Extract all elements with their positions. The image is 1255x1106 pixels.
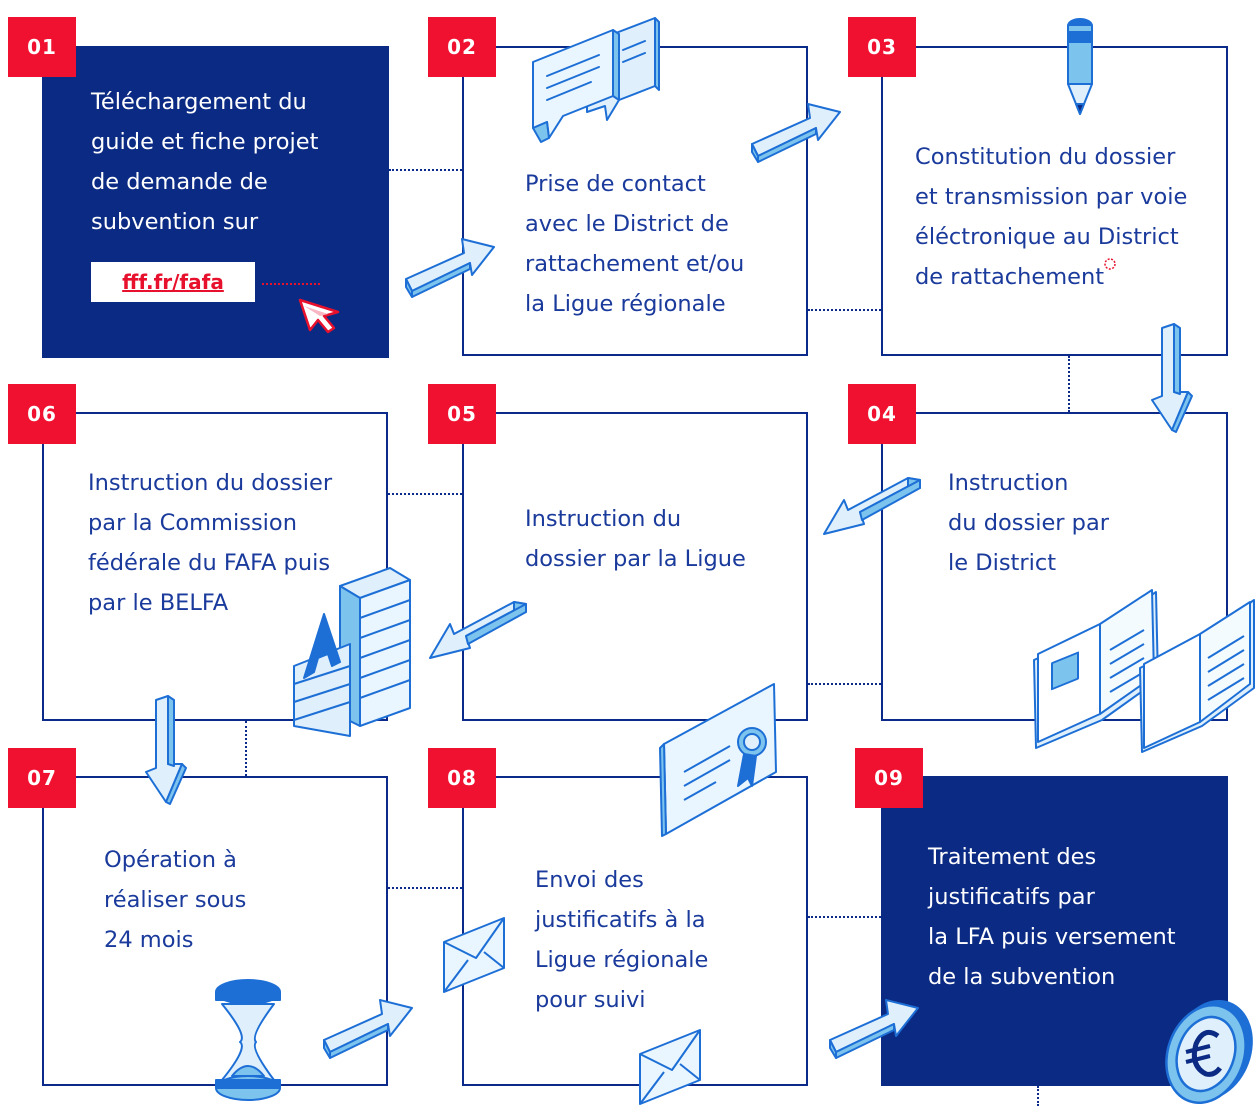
step-text-line: guide et fiche projet xyxy=(91,129,319,155)
step-text-04: Instruction du dossier par le District xyxy=(948,463,1109,583)
step-text-06: Instruction du dossier par la Commission… xyxy=(88,463,332,623)
arrow-icon xyxy=(405,238,495,298)
fafa-link[interactable]: fff.fr/fafa xyxy=(91,262,255,302)
step-number-03: 03 xyxy=(848,17,916,77)
step-card-08 xyxy=(462,776,808,1086)
step-text-line: par la Commission xyxy=(88,510,297,536)
fafa-link-label[interactable]: fff.fr/fafa xyxy=(122,270,224,294)
step-text-line: Instruction du dossier xyxy=(88,470,333,496)
step-number-05: 05 xyxy=(428,384,496,444)
step-text-line: justificatifs par xyxy=(928,884,1095,910)
connector-08-09 xyxy=(808,916,881,918)
step-card-03 xyxy=(881,46,1228,356)
step-text-line: Ligue régionale xyxy=(535,947,709,973)
connector-link-cursor xyxy=(262,283,320,285)
step-text-line: Opération à xyxy=(104,847,237,873)
step-text-09: Traitement des justificatifs par la LFA … xyxy=(928,837,1176,997)
at-sign-icon xyxy=(1104,258,1116,270)
step-number-09: 09 xyxy=(855,748,923,808)
envelope-icon xyxy=(639,1029,701,1105)
step-text-01: Téléchargement du guide et fiche projet … xyxy=(91,82,318,242)
step-text-08: Envoi des justificatifs à la Ligue régio… xyxy=(535,860,708,1020)
step-text-line: dossier par la Ligue xyxy=(525,546,746,572)
step-text-line: subvention sur xyxy=(91,209,259,235)
envelope-icon xyxy=(443,917,505,993)
step-text-line: et transmission par voie xyxy=(915,184,1188,210)
arrow-icon xyxy=(429,601,527,659)
step-text-line: réaliser sous xyxy=(104,887,247,913)
step-card-02 xyxy=(462,46,808,356)
step-text-line: fédérale du FAFA puis xyxy=(88,550,331,576)
step-text-line: Constitution du dossier xyxy=(915,144,1176,170)
certificate-icon xyxy=(659,683,777,837)
step-card-01 xyxy=(42,46,389,358)
pencil-icon xyxy=(1067,18,1093,115)
step-text-line: avec le District de xyxy=(525,211,729,237)
step-text-line: Instruction du xyxy=(525,506,682,532)
step-text-line: la LFA puis versement xyxy=(928,924,1176,950)
connector-07-08 xyxy=(388,887,462,889)
step-text-line: Prise de contact xyxy=(525,171,706,197)
step-text-line: le District xyxy=(948,550,1057,576)
step-text-line: du dossier par xyxy=(948,510,1110,536)
step-text-line: Instruction xyxy=(948,470,1069,496)
step-card-07 xyxy=(42,776,388,1086)
step-text-line: rattachement et/ou xyxy=(525,251,745,277)
arrow-icon xyxy=(823,477,921,535)
step-text-line: Téléchargement du xyxy=(91,89,307,115)
letter-a-stack-icon xyxy=(293,567,411,737)
hourglass-icon xyxy=(215,979,281,1101)
step-text-07: Opération à réaliser sous 24 mois xyxy=(104,840,246,960)
arrow-icon xyxy=(323,999,413,1059)
books-icon xyxy=(1033,589,1255,753)
step-text-02: Prise de contact avec le District de rat… xyxy=(525,164,744,324)
arrow-icon xyxy=(751,103,841,163)
connector-02-03 xyxy=(808,309,881,311)
connector-05-04 xyxy=(808,683,881,685)
step-text-line: par le BELFA xyxy=(88,590,229,616)
step-text-line: Envoi des xyxy=(535,867,644,893)
connector-06-07 xyxy=(245,721,247,776)
step-number-06: 06 xyxy=(8,384,76,444)
arrow-icon xyxy=(829,999,919,1059)
step-text-03: Constitution du dossier et transmission … xyxy=(915,137,1187,297)
step-text-05: Instruction du dossier par la Ligue xyxy=(525,499,746,579)
step-text-line: 24 mois xyxy=(104,927,194,953)
step-text-line: pour suivi xyxy=(535,987,646,1013)
euro-coin-icon xyxy=(1165,1000,1253,1104)
arrow-icon xyxy=(1151,323,1193,433)
step-text-line: de rattachement xyxy=(915,264,1105,290)
step-number-07: 07 xyxy=(8,748,76,808)
step-text-line: la Ligue régionale xyxy=(525,291,726,317)
step-number-01: 01 xyxy=(8,17,76,77)
arrow-icon xyxy=(145,695,187,805)
connector-01-02 xyxy=(389,169,462,171)
step-text-line: de demande de xyxy=(91,169,268,195)
step-text-line: Traitement des xyxy=(928,844,1097,870)
step-card-05 xyxy=(462,412,808,721)
step-text-line: éléctronique au District xyxy=(915,224,1179,250)
connector-06-05 xyxy=(388,493,462,495)
cursor-icon xyxy=(298,298,340,334)
step-text-line: justificatifs à la xyxy=(535,907,706,933)
step-number-04: 04 xyxy=(848,384,916,444)
chat-bubbles-icon xyxy=(532,17,660,143)
step-number-02: 02 xyxy=(428,17,496,77)
connector-03-04 xyxy=(1068,356,1070,412)
step-text-line: de la subvention xyxy=(928,964,1116,990)
step-number-08: 08 xyxy=(428,748,496,808)
step-card-09 xyxy=(881,776,1228,1086)
connector-09-end xyxy=(1037,1086,1039,1106)
